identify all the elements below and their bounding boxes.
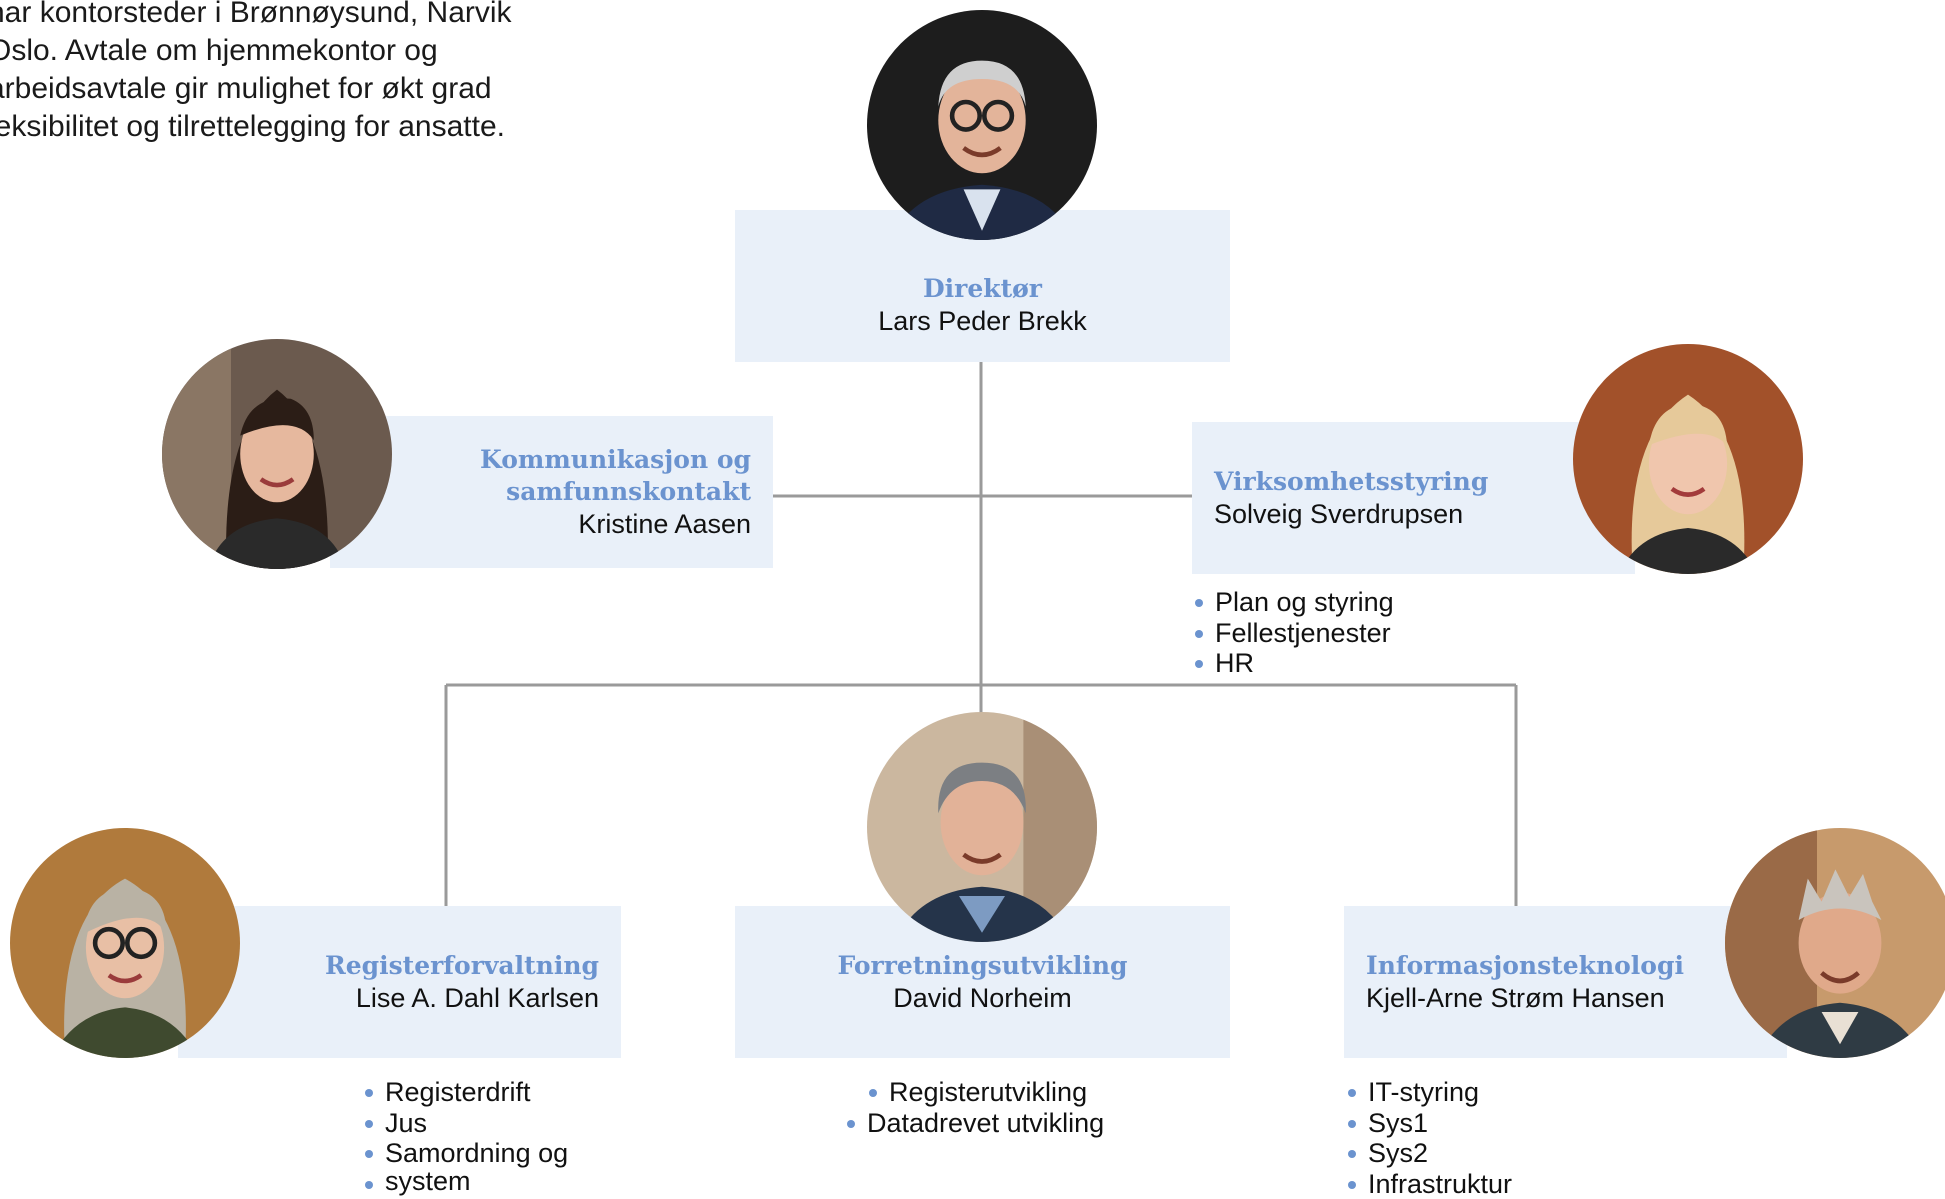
information-technology-name: Kjell-Arne Strøm Hansen: [1366, 982, 1665, 1014]
list-item: system: [363, 1169, 568, 1193]
list-item: Infrastruktur: [1346, 1169, 1512, 1199]
portrait-woman-dark-hair-icon: [162, 339, 392, 569]
business-management-units: Plan og styring Fellestjenester HR: [1193, 587, 1394, 679]
business-development-units: Registerutvikling Datadrevet utvikling: [845, 1077, 1104, 1138]
business-management-role: Virksomhetsstyring: [1214, 466, 1488, 498]
list-item: Fellestjenester: [1193, 618, 1394, 649]
business-development-name: David Norheim: [893, 982, 1072, 1014]
list-item: Jus: [363, 1108, 568, 1139]
business-management-name: Solveig Sverdrupsen: [1214, 498, 1463, 530]
list-item: Plan og styring: [1193, 587, 1394, 618]
portrait-man-spiky-hair-icon: [1725, 828, 1945, 1058]
list-item: HR: [1193, 648, 1394, 679]
portrait-man-grey-hair-icon: [867, 712, 1097, 942]
communication-role-line2: samfunnskontakt: [506, 476, 751, 508]
list-item: Registerutvikling: [867, 1077, 1104, 1108]
list-item: Samordning og: [363, 1138, 568, 1169]
information-technology-role: Informasjonsteknologi: [1366, 950, 1684, 982]
business-development-role: Forretningsutvikling: [838, 950, 1128, 982]
business-management-box: Virksomhetsstyring Solveig Sverdrupsen: [1192, 422, 1635, 574]
portrait-man-glasses-icon: [867, 10, 1097, 240]
portrait-woman-glasses-icon: [10, 828, 240, 1058]
communication-role-line1: Kommunikasjon og: [480, 444, 751, 476]
information-technology-units: IT-styring Sys1 Sys2 Infrastruktur: [1346, 1077, 1512, 1199]
list-item: IT-styring: [1346, 1077, 1512, 1108]
communication-box: Kommunikasjon og samfunnskontakt Kristin…: [330, 416, 773, 568]
register-management-role: Registerforvaltning: [325, 950, 599, 982]
list-item: Sys2: [1346, 1138, 1512, 1169]
communication-name: Kristine Aasen: [578, 508, 751, 540]
register-management-name: Lise A. Dahl Karlsen: [356, 982, 599, 1014]
list-item: Datadrevet utvikling: [845, 1108, 1104, 1139]
information-technology-box: Informasjonsteknologi Kjell-Arne Strøm H…: [1344, 906, 1787, 1058]
director-role: Direktør: [923, 273, 1042, 305]
list-item: Sys1: [1346, 1108, 1512, 1139]
portrait-woman-blonde-icon: [1573, 344, 1803, 574]
register-management-box: Registerforvaltning Lise A. Dahl Karlsen: [178, 906, 621, 1058]
register-management-units: Registerdrift Jus Samordning og system: [363, 1077, 568, 1193]
list-item: Registerdrift: [363, 1077, 568, 1108]
director-name: Lars Peder Brekk: [878, 305, 1087, 337]
